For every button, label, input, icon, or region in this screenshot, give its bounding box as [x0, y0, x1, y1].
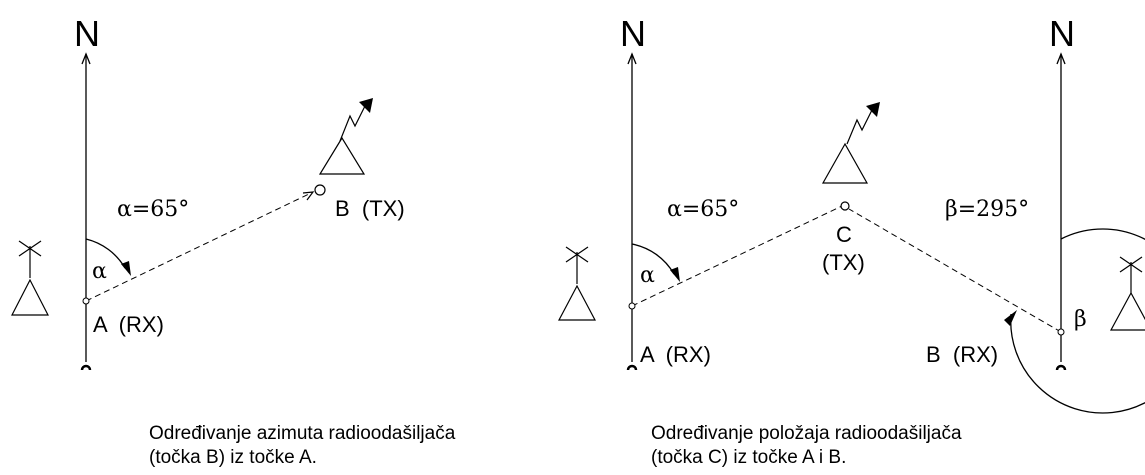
caption-left-line1: Određivanje azimuta radioodašiljača	[149, 423, 456, 444]
point-b-left	[314, 184, 326, 196]
north-label-left: N	[74, 13, 100, 54]
transmitter-c-tag: (TX)	[822, 250, 865, 275]
point-a-right	[628, 302, 636, 310]
receiver-a-label-right: A (RX)	[640, 342, 711, 367]
alpha-value-right: α=65°	[667, 197, 739, 222]
transmitter-b-label-left: B (TX)	[335, 196, 405, 221]
caption-left-line2: (točka B) iz točke A.	[149, 447, 317, 468]
caption-left: Određivanje azimuta radioodašiljača (toč…	[149, 422, 455, 470]
transmitter-antenna-icon-c	[846, 102, 880, 145]
tripod-icon-a-left	[11, 278, 49, 316]
transmitter-c-letter: C	[836, 222, 852, 247]
transmitter-antenna-icon-left	[339, 98, 373, 142]
receiver-antenna-icon-a-right	[565, 246, 589, 284]
north-arrow-a-right	[626, 52, 638, 371]
beta-arc	[1010, 228, 1145, 414]
beta-arc-arrowhead	[1004, 310, 1017, 326]
left-diagram: N α=65° α A (RX) B (TX)	[11, 13, 405, 371]
receiver-a-label-left: A (RX)	[93, 312, 164, 337]
tripod-icon-b-left	[318, 136, 366, 175]
receiver-antenna-icon-b-right	[1119, 256, 1143, 293]
bearing-arrowhead	[302, 191, 315, 201]
bearing-line-a-c	[631, 205, 843, 307]
tripod-icon-c	[821, 142, 869, 184]
alpha-symbol-right: α	[640, 263, 655, 288]
north-label-a-right: N	[620, 13, 646, 54]
caption-right-line2: (točka C) iz točke A i B.	[651, 447, 847, 468]
tripod-icon-a-right	[558, 284, 596, 321]
north-arrow-left	[80, 52, 92, 371]
alpha-arc-arrowhead-right	[670, 267, 680, 282]
point-b-right	[1057, 328, 1065, 336]
beta-symbol: β	[1074, 307, 1087, 332]
bearing-line-b-c	[848, 208, 1062, 333]
alpha-symbol-left: α	[92, 259, 107, 284]
beta-value: β=295°	[945, 197, 1029, 222]
point-c	[840, 201, 850, 211]
point-a-left	[82, 297, 90, 305]
north-label-b-right: N	[1049, 13, 1075, 54]
north-arrow-b-right	[1055, 52, 1067, 371]
caption-right: Određivanje položaja radioodašiljača (to…	[651, 422, 962, 470]
alpha-arc-arrowhead	[121, 261, 131, 276]
tripod-icon-b-right	[1109, 291, 1145, 331]
right-diagram: N N	[558, 13, 1145, 414]
receiver-b-label-right: B (RX)	[926, 342, 998, 367]
bearing-line-a-b	[85, 192, 312, 302]
receiver-antenna-icon-left	[18, 240, 42, 278]
caption-right-line1: Određivanje položaja radioodašiljača	[651, 423, 962, 444]
alpha-value-left: α=65°	[117, 197, 189, 222]
